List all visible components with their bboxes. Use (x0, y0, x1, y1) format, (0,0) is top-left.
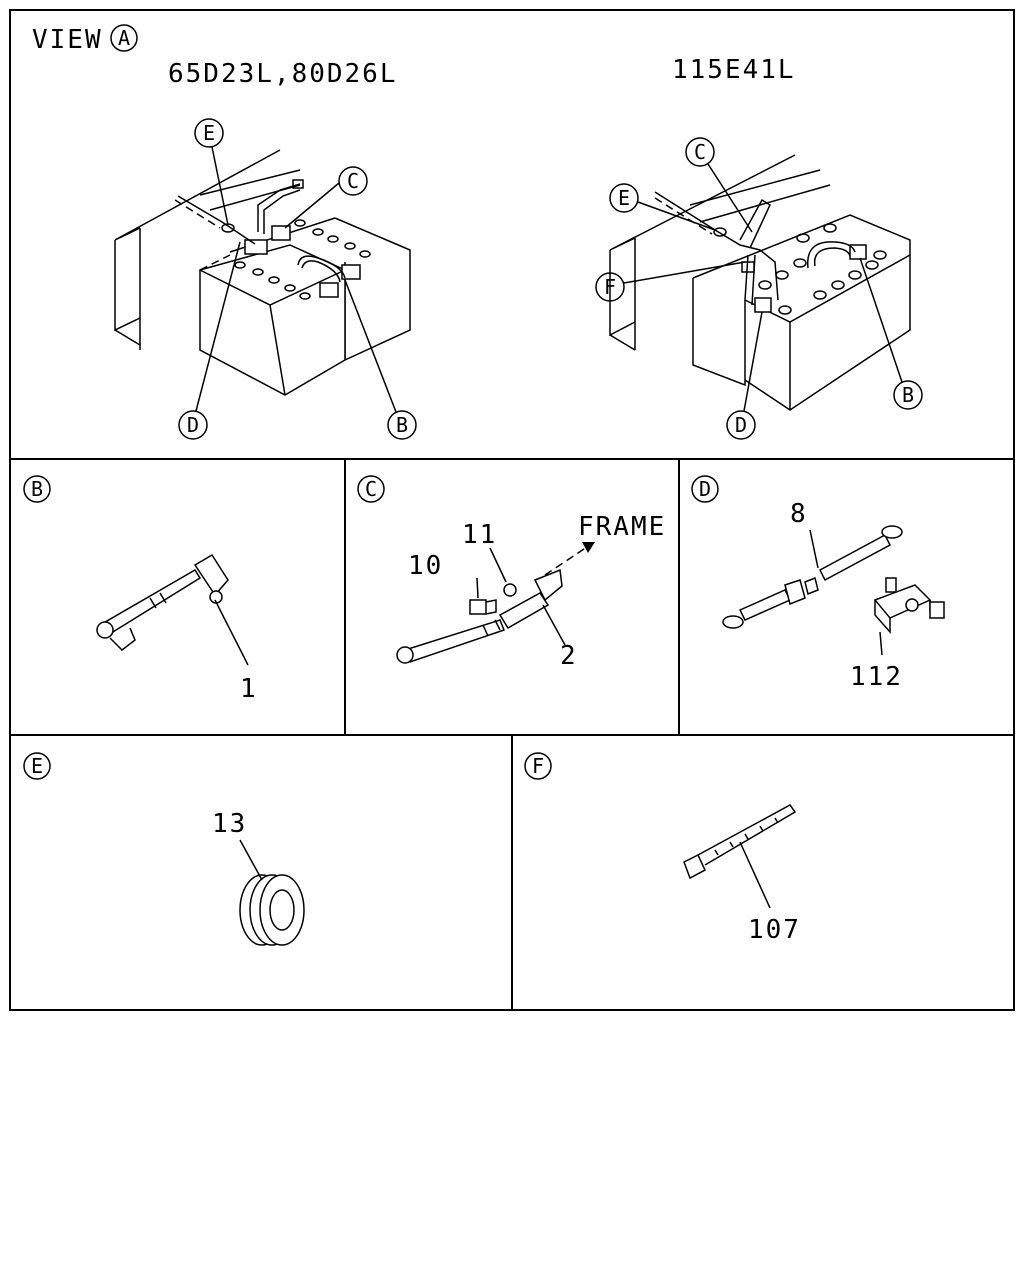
part-2-label: 2 (560, 641, 578, 671)
ground-cable-2 (396, 568, 563, 664)
part-112-label: 112 (850, 662, 903, 692)
callout-d-left: D (187, 413, 199, 437)
callout-b-right: B (902, 383, 914, 407)
part-10-label: 10 (408, 551, 443, 581)
grommet-13 (239, 874, 305, 946)
battery-assembly-right (609, 154, 911, 411)
battery-cable-1 (96, 553, 229, 651)
bolt-10 (469, 599, 497, 615)
panel-d-letter: D (699, 477, 711, 501)
callout-b-left: B (396, 413, 408, 437)
callout-e-right: E (618, 186, 630, 210)
variant-left-label: 65D23L,80D26L (168, 59, 398, 89)
frame-label: FRAME (578, 512, 666, 542)
callout-c-right: C (694, 140, 706, 164)
view-letter: A (118, 26, 130, 50)
part-107-label: 107 (748, 915, 801, 945)
panel-c-letter: C (365, 477, 377, 501)
part-11-label: 11 (462, 520, 497, 550)
terminal-112 (873, 577, 945, 634)
part-13-label: 13 (212, 809, 247, 839)
callout-e-left: E (203, 121, 215, 145)
part-1-label: 1 (240, 674, 258, 704)
variant-right-label: 115E41L (672, 55, 796, 85)
panel-b-letter: B (31, 477, 43, 501)
part-8-label: 8 (790, 499, 808, 529)
battery-assembly-left (114, 149, 411, 396)
view-letter-circle (110, 24, 138, 52)
washer-11 (503, 583, 517, 597)
ground-strap-8 (722, 525, 903, 629)
panel-f-letter: F (532, 754, 544, 778)
view-label: VIEW (32, 25, 103, 55)
panel-e-letter: E (31, 754, 43, 778)
callout-f-right: F (604, 275, 616, 299)
callout-c-left: C (347, 169, 359, 193)
callout-d-right: D (735, 413, 747, 437)
cable-tie-107 (683, 804, 797, 880)
